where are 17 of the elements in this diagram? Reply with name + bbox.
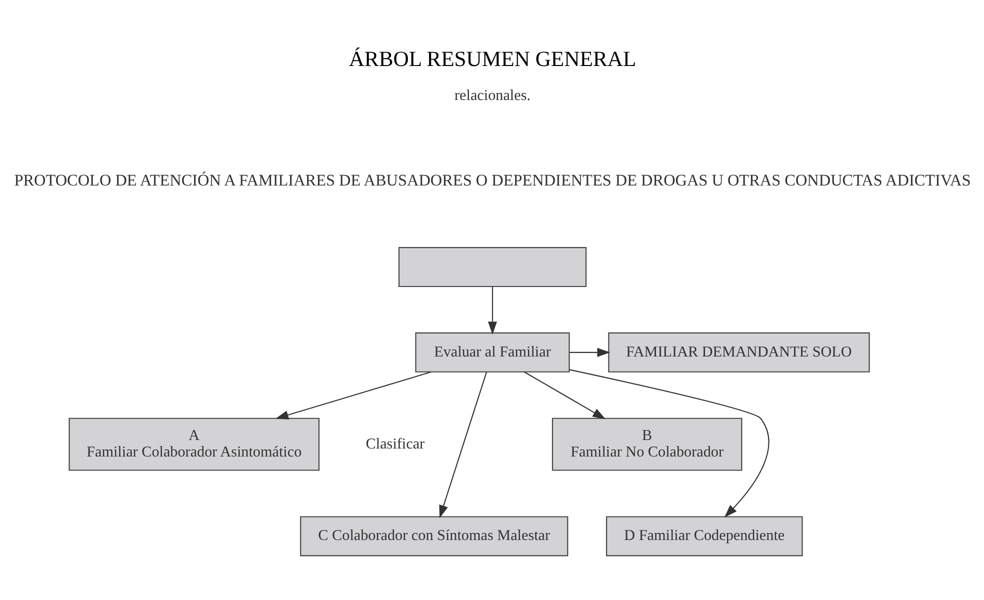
label: PROTOCOLO DE ATENCIÓN A FAMILIARES DE ABUSADORES O DEPENDIENTES DE DROGAS U OTRAS CONDUCTAS ADICTIVAS: [14, 171, 970, 190]
label: Clasificar: [365, 436, 424, 452]
node-box: A Familiar Colaborador Asintomático: [68, 418, 320, 471]
arrow: [569, 348, 610, 357]
arrow: [568, 369, 769, 518]
arrow: [274, 371, 431, 420]
arrow: [438, 372, 487, 518]
node-box: D Familiar Codependiente: [606, 516, 802, 556]
node-box: B Familiar No Colaborador: [551, 418, 742, 471]
arrow: [524, 372, 606, 420]
diagram-title: ÁRBOL RESUMEN GENERAL: [348, 46, 636, 71]
node-box: C Colaborador con Síntomas Malestar: [300, 516, 568, 556]
node-box: Evaluar al Familiar: [414, 332, 570, 372]
label: relacionales.: [454, 88, 530, 104]
arrow: [487, 286, 497, 335]
node-box: [398, 247, 586, 288]
node-box: FAMILIAR DEMANDANTE SOLO: [608, 332, 870, 372]
